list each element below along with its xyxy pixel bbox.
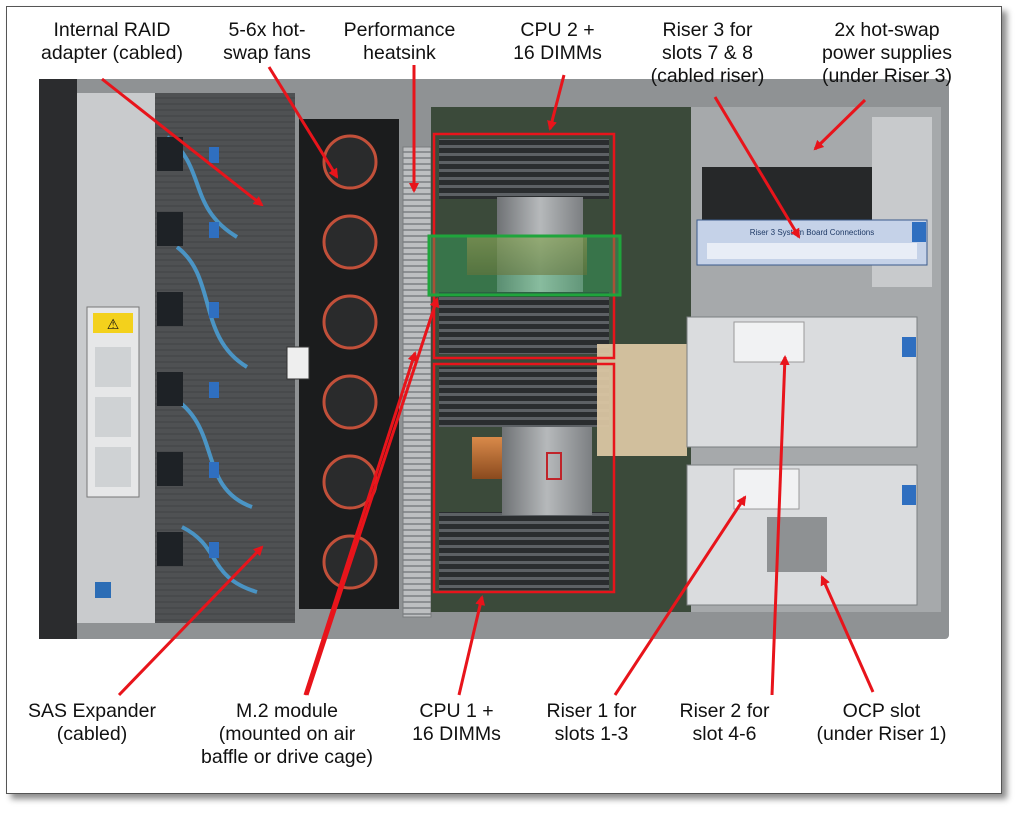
warning-icon: ⚠ <box>107 317 120 333</box>
arrow-riser2 <box>770 355 790 696</box>
arrow-sas <box>117 545 264 697</box>
drive-latches <box>157 137 183 566</box>
riser3-label-text: Riser 3 System Board Connections <box>750 228 875 237</box>
arrow-m2-secondary <box>303 351 418 696</box>
label-sas-expander: SAS Expander(cabled) <box>28 700 156 745</box>
arrow-ocp <box>820 575 875 693</box>
heatsink-highlight-box <box>427 234 622 297</box>
label-ocp-slot: OCP slot(under Riser 1) <box>816 700 947 745</box>
cpu2-dimms <box>439 139 609 354</box>
label-hot-swap-fans: 5-6x hot-swap fans <box>223 19 311 64</box>
callout-arrows <box>101 65 875 697</box>
cpu1-highlight-box <box>432 362 616 594</box>
figure-frame: ⚠ <box>6 6 1002 794</box>
cpu1-heatsink <box>472 427 592 515</box>
m2-module <box>286 346 310 380</box>
arrow-cpu2 <box>547 74 566 131</box>
label-cpu2: CPU 2 +16 DIMMs <box>513 19 602 64</box>
cpu2-heatsink <box>467 197 587 292</box>
drive-cage: ⚠ <box>86 306 140 598</box>
label-cpu1: CPU 1 +16 DIMMs <box>412 700 501 745</box>
cpu2-highlight-box <box>432 132 616 360</box>
blue-touchpoints <box>209 147 219 558</box>
arrow-cpu1 <box>457 595 486 696</box>
arrow-psu <box>813 98 867 151</box>
arrow-m2 <box>305 297 440 696</box>
riser-area: Riser 3 System Board Connections <box>597 107 941 612</box>
server-photo: ⚠ <box>39 65 949 697</box>
arrow-fans <box>267 66 339 179</box>
arrow-raid <box>101 77 264 207</box>
cpu1-dimms <box>439 367 609 590</box>
arrow-riser3 <box>713 96 801 239</box>
performance-heatsink <box>402 146 432 618</box>
arrow-riser1 <box>613 495 747 696</box>
fan-bank <box>299 119 399 609</box>
